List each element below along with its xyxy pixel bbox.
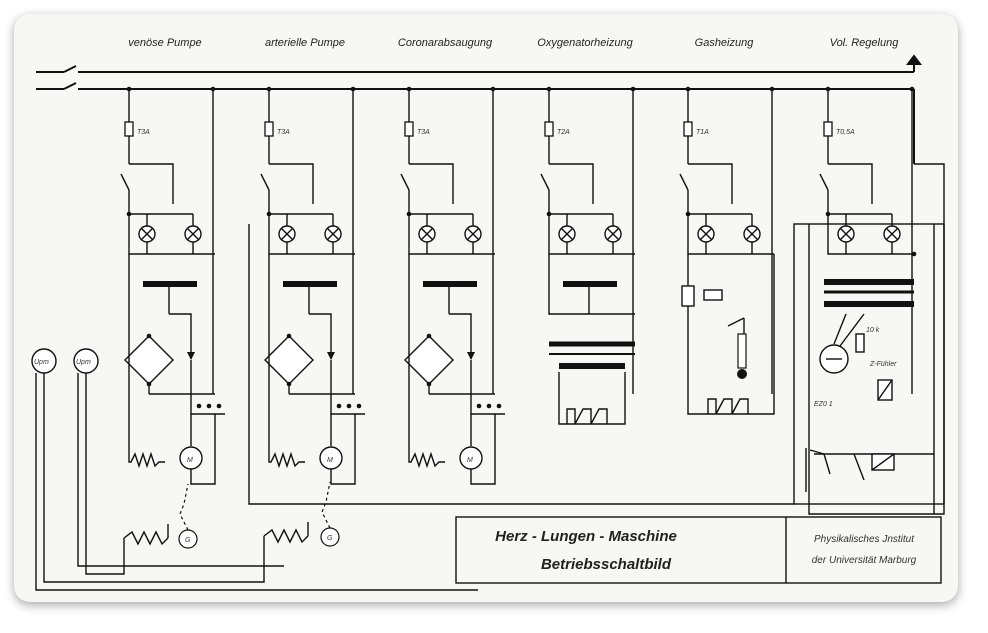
section-label-5: Gasheizung <box>695 37 755 49</box>
meter-label-1: Upm <box>34 359 49 366</box>
fuse-label-5: T1A <box>696 129 709 136</box>
resistor-label: 10 k <box>866 327 880 334</box>
section-label-4: Oxygenatorheizung <box>537 37 633 49</box>
meter-label-2: Upm <box>76 359 91 366</box>
gauge-symbol-1: G <box>185 537 191 544</box>
tube-label: EZ0 1 <box>814 401 833 408</box>
fuse-label-3: T3A <box>417 129 430 136</box>
gauges <box>178 481 340 549</box>
title-text: Herz - Lungen - Maschine <box>495 528 677 545</box>
feeler-label: Z-Fühler <box>869 361 897 368</box>
fuse-label-6: T0,5A <box>836 129 855 136</box>
speed-meters <box>31 348 478 591</box>
section-label-2: arterielle Pumpe <box>265 37 345 49</box>
motor-symbol-3: M <box>467 457 473 464</box>
supply-bus <box>36 54 922 164</box>
motor-symbol-2: M <box>327 457 333 464</box>
return-lines <box>248 163 945 515</box>
section-label-3: Coronarabsaugung <box>398 37 493 49</box>
section-label-6: Vol. Regelung <box>830 37 900 49</box>
institute-line-1: Physikalisches Jnstitut <box>814 534 915 545</box>
regulation-unit <box>793 223 945 505</box>
fuse-label-2: T3A <box>277 129 290 136</box>
gauge-symbol-2: G <box>327 535 333 542</box>
fuse-label-4: T2A <box>557 129 570 136</box>
title-block <box>455 516 942 584</box>
institute-line-2: der Universität Marburg <box>812 555 917 566</box>
section-label-1: venöse Pumpe <box>128 37 201 49</box>
motor-symbol-1: M <box>187 457 193 464</box>
fuse-label-1: T3A <box>137 129 150 136</box>
subtitle-text: Betriebsschaltbild <box>541 556 672 573</box>
